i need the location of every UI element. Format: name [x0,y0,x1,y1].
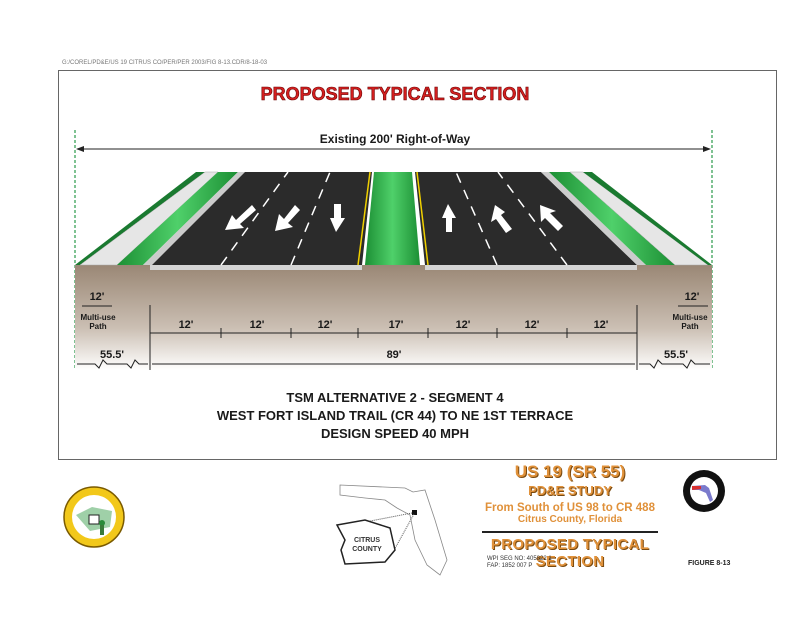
left-border-width: 55.5' [100,349,124,361]
divider [482,531,658,533]
county-label-1: CITRUS [354,537,380,544]
lane-width-label: 12' [456,319,471,331]
study-title: PD&E STUDY [528,483,612,498]
arrow-icon-northbound [442,204,563,233]
lane-width-label: 12' [250,319,265,331]
county-label-2: COUNTY [352,546,382,553]
left-path-width: 12' [90,291,105,303]
caption-alternative: TSM ALTERNATIVE 2 - SEGMENT 4 [286,390,504,405]
lane-width-label: 12' [179,319,194,331]
citrus-county-marker [412,510,417,515]
soil [75,265,712,370]
right-curb [541,172,646,265]
balanced-approach-seal-logo [63,486,125,548]
right-roadway [415,172,637,265]
lane-dimension-line [149,305,638,370]
left-path-label-1: Multi-use [80,313,116,322]
lane-width-label: 12' [525,319,540,331]
left-grass-strip [117,172,238,265]
project-numbers: WPI SEG NO: 405822 1 FAP: 1852 007 P [487,556,552,570]
right-path-width: 12' [685,291,700,303]
right-path-label-2: Path [681,322,698,331]
typical-section-diagram: PROPOSED TYPICAL SECTION Existing 200' R… [74,84,713,441]
right-grass-strip [549,172,675,265]
florida-locator-map: CITRUS COUNTY [335,484,448,576]
figure-number: FIGURE 8-13 [688,560,731,567]
diagram-frame [58,70,777,460]
diagram-title: PROPOSED TYPICAL SECTION [261,84,530,104]
lane-width-label: 12' [594,319,609,331]
caption-limits: WEST FORT ISLAND TRAIL (CR 44) TO NE 1ST… [217,408,574,423]
left-slope [75,172,205,265]
left-roadway [152,172,372,265]
file-path-label: G:/COREL/PD&E/US 19 CITRUS CO/PER/PER 20… [62,60,268,66]
county-name: Citrus County, Florida [517,514,623,525]
total-dimension-line [77,359,710,369]
fdot-seal-logo [683,470,725,512]
median [365,172,420,265]
lane-width-label: 12' [318,319,333,331]
left-path-label-2: Path [89,322,106,331]
arrow-icon-southbound [225,204,345,232]
left-curb [143,172,245,265]
right-slope [583,172,712,265]
title-block: US 19 (SR 55) PD&E STUDY From South of U… [470,462,670,570]
sheet-title: PROPOSED TYPICAL SECTION [490,536,650,570]
project-limits: From South of US 98 to CR 488 [485,502,655,514]
right-border-width: 55.5' [664,349,688,361]
caption-design-speed: DESIGN SPEED 40 MPH [321,426,469,441]
wpi-number: WPI SEG NO: 405822 1 [487,556,552,562]
median-width-label: 17' [389,319,404,331]
right-of-way-label: Existing 200' Right-of-Way [320,132,471,146]
route-title: US 19 (SR 55) [514,462,626,481]
roadway-total-width: 89' [387,349,402,361]
fap-number: FAP: 1852 007 P [487,563,533,569]
right-path-label-1: Multi-use [672,313,708,322]
